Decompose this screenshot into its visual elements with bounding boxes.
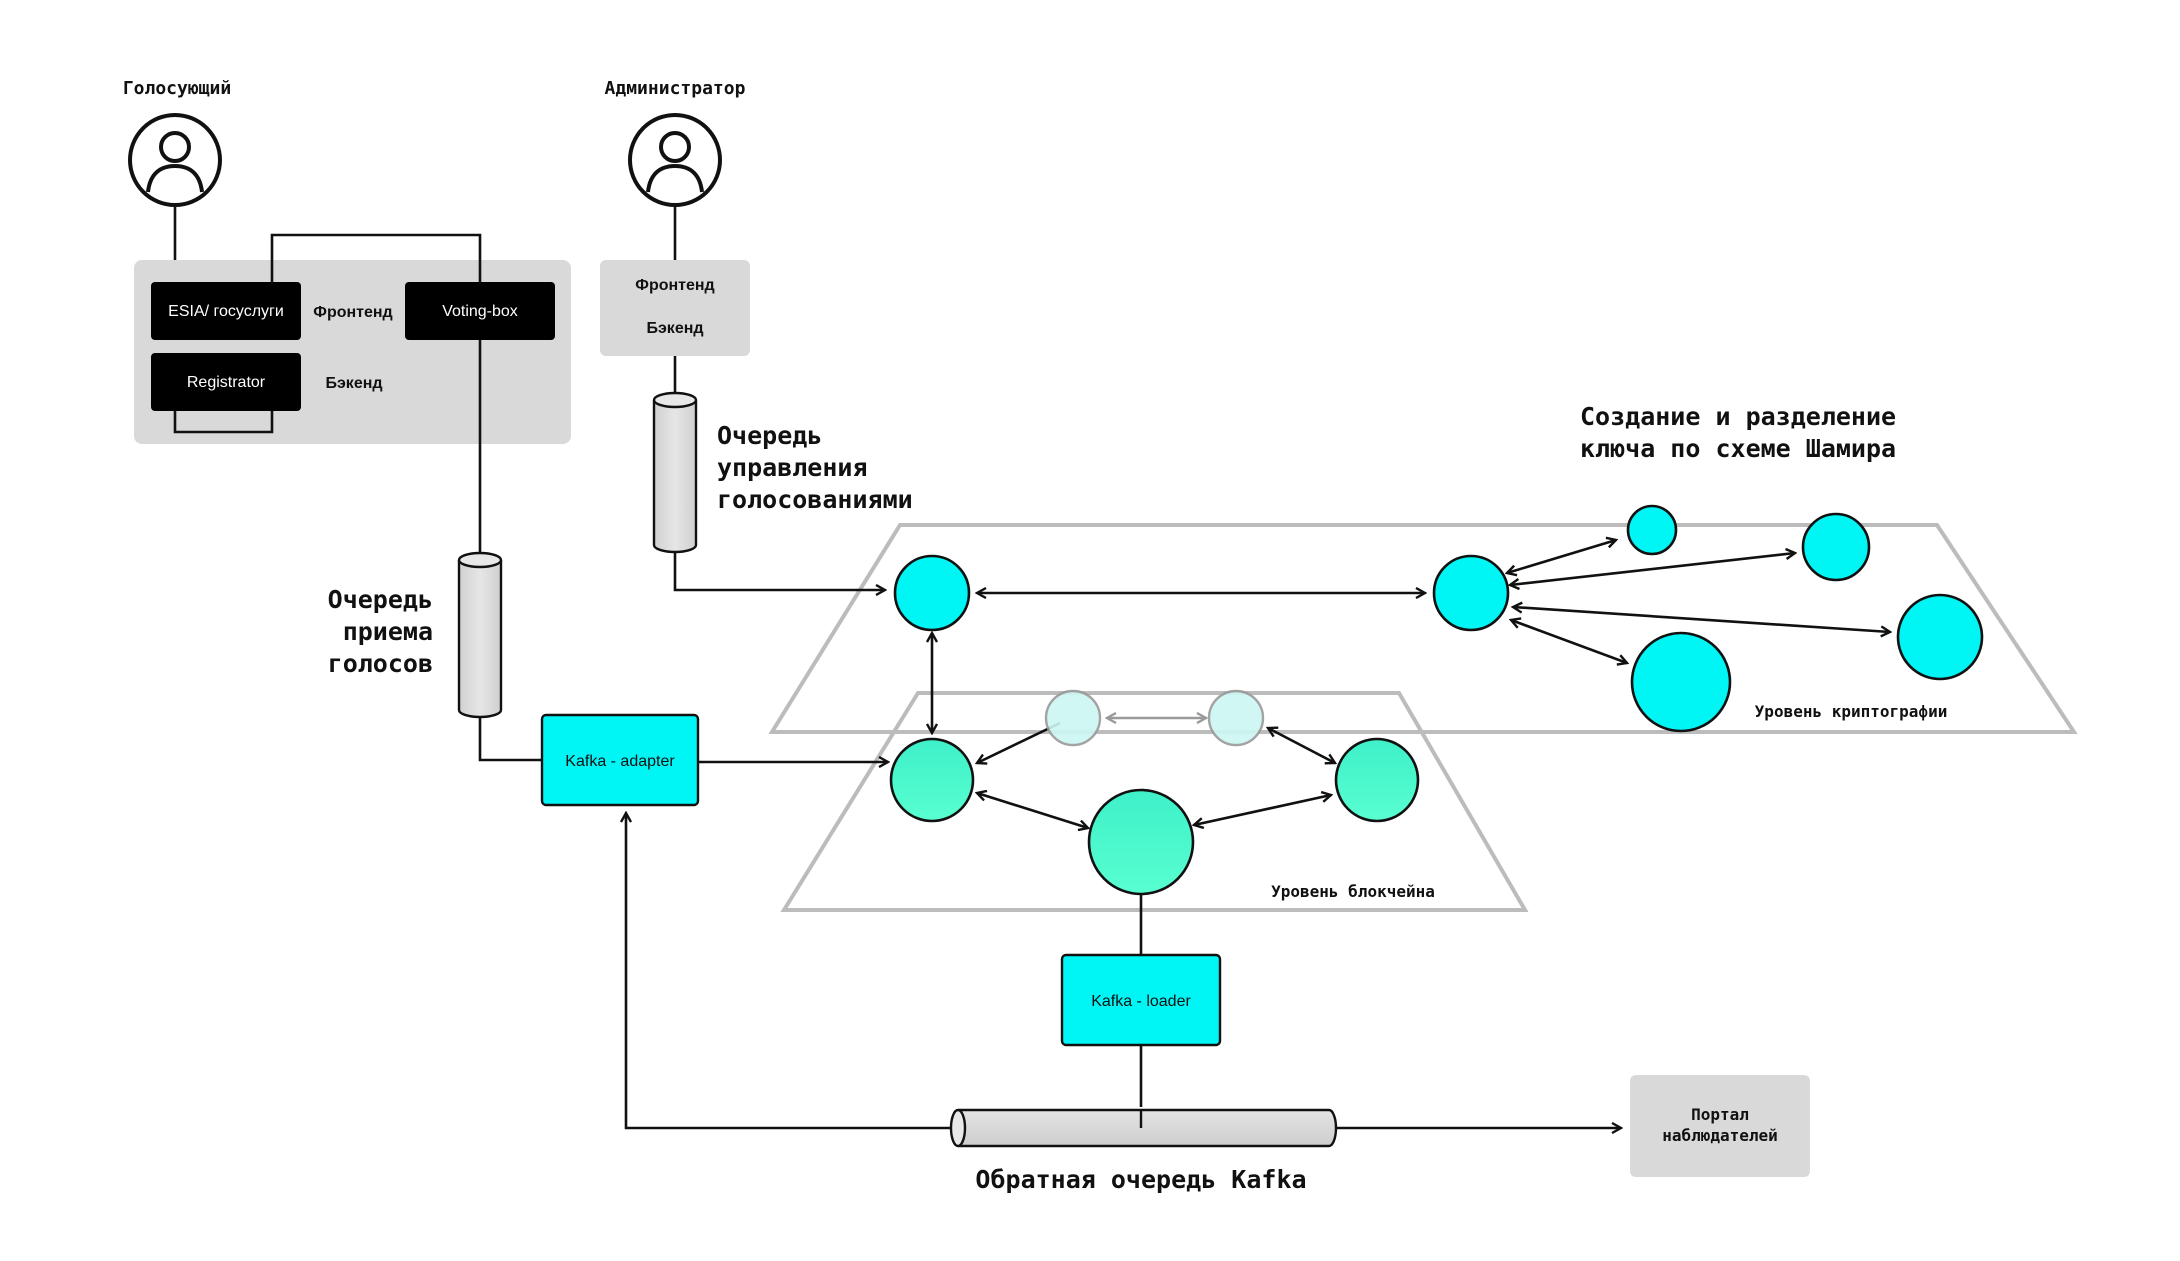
crypto-node[interactable] (893, 554, 971, 632)
vote-queue-line3: голосов (328, 649, 433, 678)
admin-avatar-icon (628, 113, 722, 207)
kafka-adapter-box[interactable] (540, 713, 700, 807)
mgmt-queue-line3: голосованиями (717, 485, 913, 514)
observer-portal-line1: Портал (1691, 1105, 1749, 1124)
esia-label: ESIA/ госуслуги (168, 303, 284, 320)
kafka-adapter-label: Kafka - adapter (565, 753, 675, 770)
blockchain-level-label: Уровень блокчейна (1271, 882, 1435, 901)
vote-queue-line1: Очередь (328, 585, 433, 614)
kafka-loader-label: Kafka - loader (1091, 993, 1191, 1010)
blockchain-node[interactable] (889, 737, 975, 823)
blockchain-node[interactable] (1087, 788, 1195, 896)
management-queue-cylinder (652, 391, 698, 554)
return-queue-cylinder (949, 1108, 1338, 1148)
voter-avatar-icon (128, 113, 222, 207)
admin-backend-label: Бэкенд (646, 320, 703, 337)
vote-queue-cylinder (457, 551, 503, 719)
crypto-node[interactable] (1896, 593, 1984, 681)
voting-box-label: Voting-box (442, 303, 518, 320)
crypto-level-plane (768, 523, 2078, 734)
blockchain-node-faded[interactable] (1207, 689, 1265, 747)
blockchain-node[interactable] (1334, 737, 1420, 823)
observer-portal-line2: наблюдателей (1662, 1126, 1778, 1145)
crypto-node[interactable] (1630, 631, 1732, 733)
crypto-node[interactable] (1801, 512, 1871, 582)
observer-portal-box[interactable] (1630, 1075, 1810, 1177)
registrator-button[interactable] (151, 353, 301, 411)
crypto-level-label: Уровень криптографии (1755, 702, 1948, 721)
admin-services-panel (600, 260, 750, 356)
voter-backend-label: Бэкенд (325, 375, 382, 392)
crypto-node[interactable] (1432, 554, 1510, 632)
crypto-title-line2: ключа по схеме Шамира (1580, 434, 1896, 463)
admin-actor-label: Администратор (605, 78, 746, 99)
voter-frontend-label: Фронтенд (313, 304, 392, 321)
admin-frontend-label: Фронтенд (635, 277, 714, 294)
vote-queue-line2: приема (343, 617, 433, 646)
blockchain-node-faded[interactable] (1044, 689, 1102, 747)
crypto-node[interactable] (1626, 504, 1678, 556)
crypto-title-line1: Создание и разделение (1580, 402, 1896, 431)
voter-actor-label: Голосующий (123, 78, 231, 99)
esia-button[interactable] (151, 282, 301, 340)
return-queue-label: Обратная очередь Kafka (975, 1165, 1306, 1194)
registrator-label: Registrator (187, 374, 266, 391)
mgmt-queue-line1: Очередь (717, 421, 822, 450)
voting-box-button[interactable] (405, 282, 555, 340)
mgmt-queue-line2: управления (717, 453, 868, 482)
